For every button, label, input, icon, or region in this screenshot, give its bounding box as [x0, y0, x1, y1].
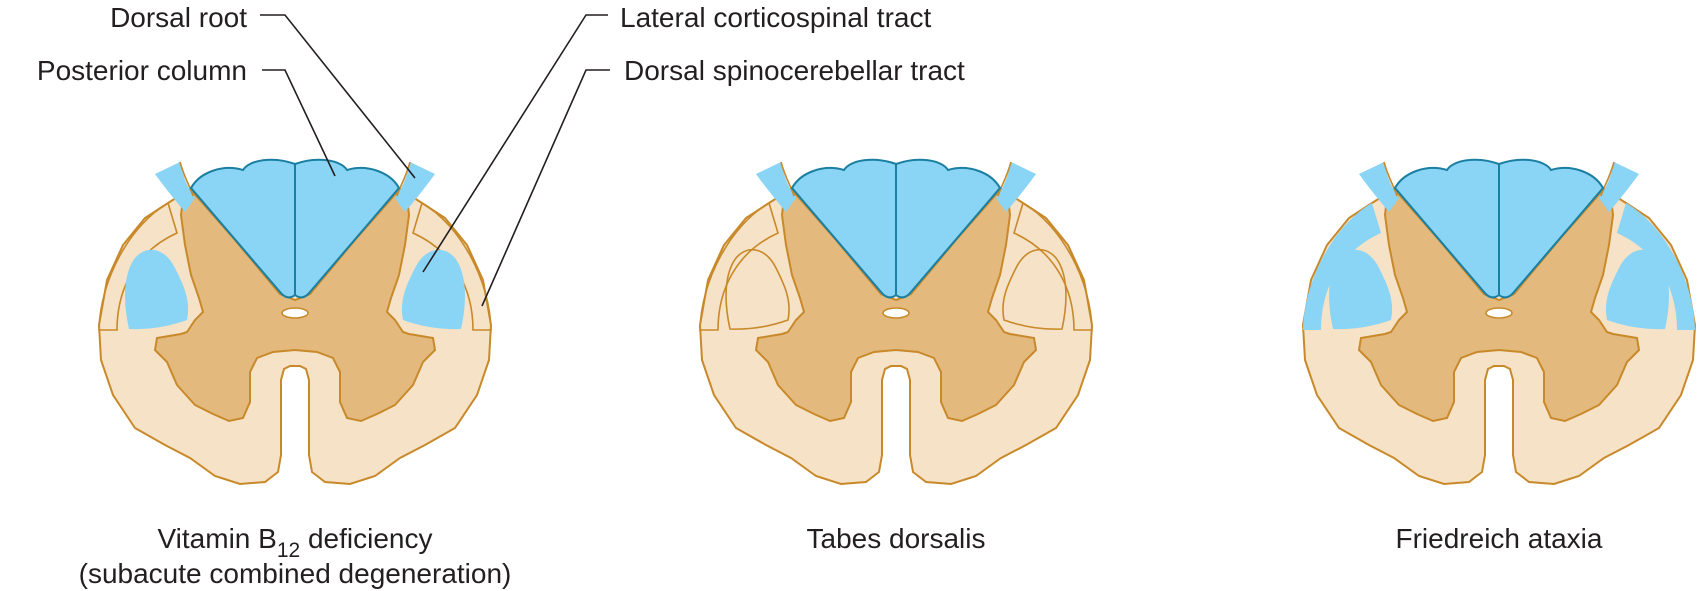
lateral-corticospinal-tract-right — [725, 248, 790, 330]
lateral-corticospinal-tract-left — [1002, 248, 1067, 330]
dorsal-root-left — [996, 162, 1036, 212]
leader-dorsal-root — [260, 14, 416, 179]
dorsal-root-left — [1599, 162, 1639, 212]
dorsal-spinocerebellar-tract-right — [1303, 203, 1381, 330]
dorsal-spinocerebellar-tract-right — [699, 201, 779, 331]
central-canal — [281, 307, 309, 319]
label-lateral-corticospinal: Lateral corticospinal tract — [620, 2, 931, 33]
cord-friedreich-ataxia — [1301, 158, 1697, 486]
dorsal-root-edge-left — [997, 161, 1012, 197]
caption-tabes-dorsalis: Tabes dorsalis — [807, 523, 986, 554]
label-dorsal-spinocerebellar: Dorsal spinocerebellar tract — [624, 55, 965, 86]
gray-matter — [1357, 188, 1641, 423]
leader-lateral-corticospinal — [422, 14, 608, 273]
leader-dorsal-spinocerebellar — [481, 69, 610, 307]
central-canal — [1485, 307, 1513, 319]
dorsal-spinocerebellar-tract-left — [1013, 201, 1093, 331]
caption-friedreich-ataxia: Friedreich ataxia — [1396, 523, 1603, 554]
dorsal-root-edge-left — [1600, 161, 1615, 197]
gray-matter — [153, 188, 437, 423]
dorsal-root-left — [395, 162, 435, 212]
central-canal — [882, 307, 910, 319]
dorsal-root-right — [756, 162, 796, 212]
dorsal-root-right — [1359, 162, 1399, 212]
lateral-corticospinal-tract-right — [1329, 249, 1393, 330]
label-dorsal-root: Dorsal root — [110, 2, 247, 33]
caption-vitamin-b12-line2: (subacute combined degeneration) — [79, 558, 512, 589]
gray-matter — [754, 188, 1038, 423]
cord-tabes-dorsalis — [698, 158, 1094, 486]
cord-vitamin-b12 — [97, 158, 493, 486]
lateral-corticospinal-tract-left — [401, 249, 465, 330]
lateral-corticospinal-tract-right — [125, 249, 189, 330]
dorsal-root-edge-right — [780, 161, 795, 197]
label-posterior-column: Posterior column — [37, 55, 247, 86]
lateral-corticospinal-tract-left — [1605, 249, 1669, 330]
dorsal-root-edge-left — [396, 161, 411, 197]
dorsal-root-right — [155, 162, 195, 212]
dorsal-root-edge-right — [179, 161, 194, 197]
caption-vitamin-b12: Vitamin B12 deficiency — [158, 523, 433, 562]
leader-posterior-column — [262, 69, 336, 177]
dorsal-root-edge-right — [1383, 161, 1398, 197]
dorsal-spinocerebellar-tract-left — [1617, 203, 1695, 330]
